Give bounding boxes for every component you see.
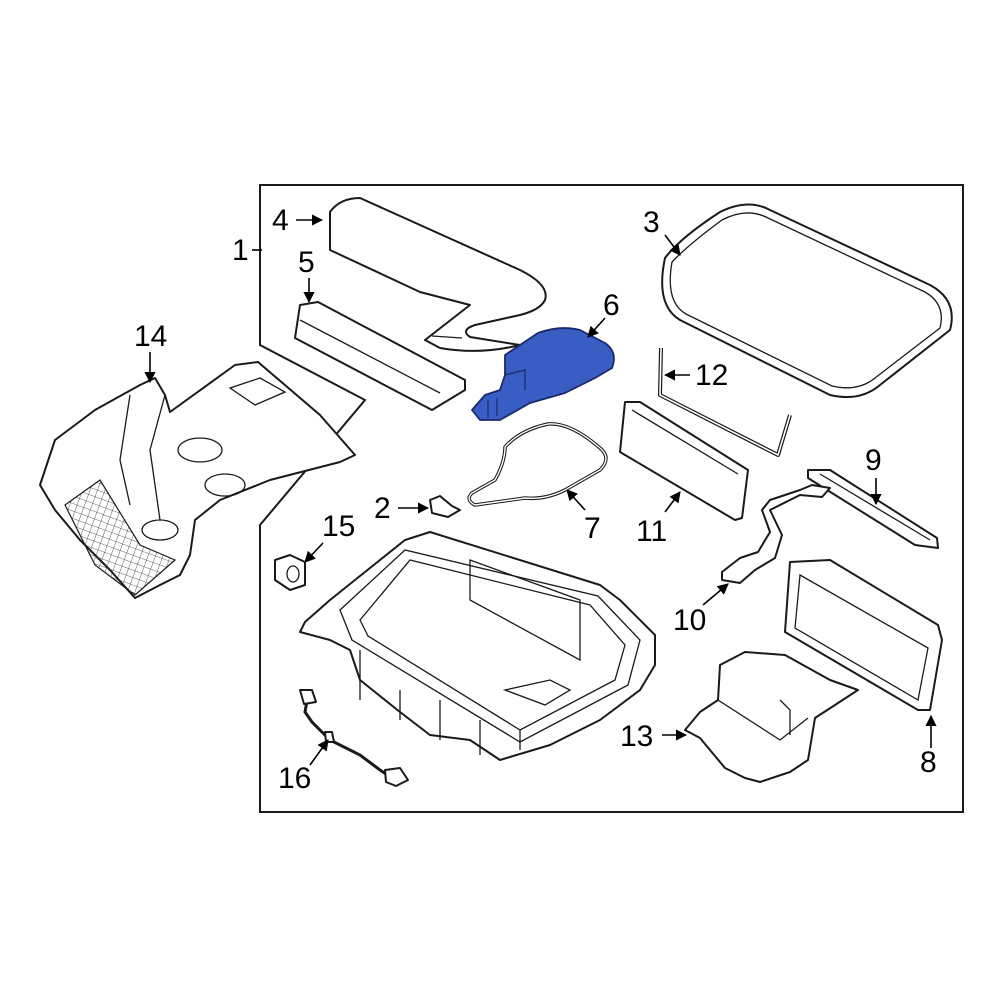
part-4-floor-panel[interactable] <box>329 197 547 352</box>
callout-7[interactable]: 7 <box>584 512 601 545</box>
part-9-bracket[interactable] <box>807 469 939 549</box>
part-15-grommet[interactable] <box>274 554 306 591</box>
leader-11 <box>664 491 681 513</box>
callout-15[interactable]: 15 <box>322 510 355 543</box>
part-13-tray[interactable] <box>684 651 859 783</box>
callout-1[interactable]: 1 <box>232 234 249 267</box>
callout-11[interactable]: 11 <box>636 515 667 548</box>
callout-16[interactable]: 16 <box>278 762 311 795</box>
storage-tub[interactable] <box>299 531 656 761</box>
leader-16 <box>309 739 329 766</box>
leader-15 <box>304 542 324 563</box>
part-16-harness[interactable] <box>299 689 409 787</box>
part-12-rod[interactable] <box>658 347 792 457</box>
part-14-trim-panel[interactable] <box>39 361 356 599</box>
leader-7 <box>566 489 586 511</box>
part-6-cover-highlighted[interactable] <box>471 327 615 421</box>
part-7-wire-frame[interactable] <box>467 422 608 507</box>
callout-13[interactable]: 13 <box>620 720 653 753</box>
leader-10 <box>702 583 729 606</box>
callout-2[interactable]: 2 <box>374 492 391 525</box>
callout-9[interactable]: 9 <box>865 444 882 477</box>
callout-4[interactable]: 4 <box>272 204 289 237</box>
callout-8[interactable]: 8 <box>920 746 937 779</box>
callout-14[interactable]: 14 <box>134 320 167 353</box>
part-5-panel[interactable] <box>294 301 466 411</box>
part-11-side-panel[interactable] <box>619 401 749 521</box>
part-2-clip[interactable] <box>429 495 461 518</box>
callout-10[interactable]: 10 <box>673 604 706 637</box>
leader-6 <box>587 317 606 338</box>
callout-12[interactable]: 12 <box>695 359 728 392</box>
part-8-frame[interactable] <box>784 559 943 711</box>
callout-labels: 1 2 3 4 5 6 7 8 9 10 11 12 13 14 15 16 <box>134 204 937 795</box>
leader-3 <box>664 234 681 256</box>
callout-3[interactable]: 3 <box>643 206 660 239</box>
leader-lines <box>144 214 937 766</box>
callout-5[interactable]: 5 <box>298 246 315 279</box>
part-3-seal-frame[interactable] <box>661 203 953 398</box>
assembly-boundary <box>259 184 964 813</box>
callout-6[interactable]: 6 <box>603 289 620 322</box>
part-10-bracket[interactable] <box>721 484 831 584</box>
